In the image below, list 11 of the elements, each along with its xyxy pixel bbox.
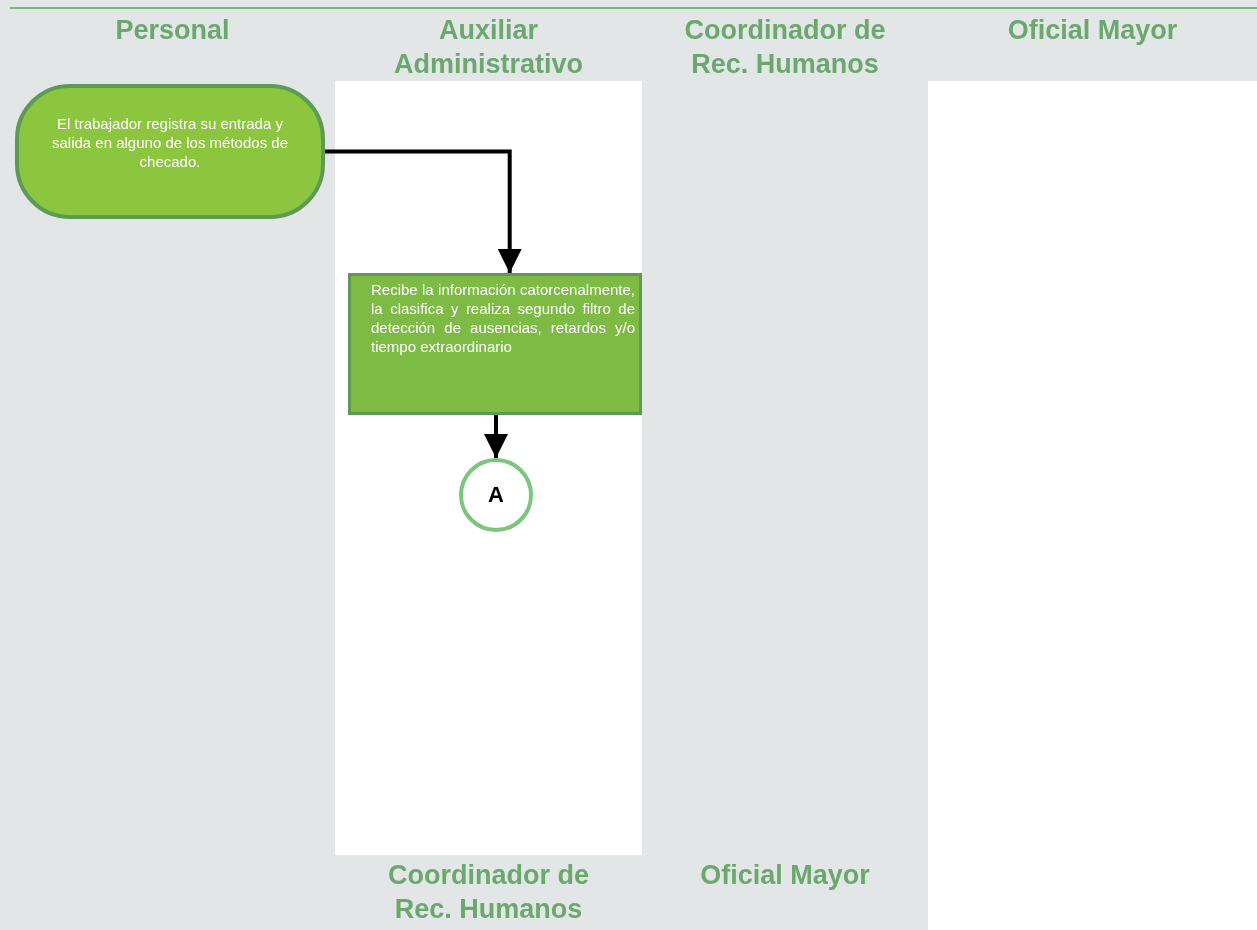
step-text: Recibe la información catorcenalmente, la clasifica y realiza segundo filtro de detección de ausencias, retardos y/o tiempo extraordinario <box>371 280 635 356</box>
process-box <box>348 273 642 415</box>
lane-heading: Coordinador de Rec. Humanos <box>387 859 590 926</box>
step-text: El trabajador registra su entrada y salida en alguno de los métodos de checado. <box>51 114 289 171</box>
arrow <box>325 149 522 273</box>
swimlane <box>335 9 642 855</box>
arrow <box>484 415 508 458</box>
lane-heading: Oficial Mayor <box>928 9 1257 81</box>
lane-heading: Auxiliar Administrativo <box>335 9 642 81</box>
connector-label: A <box>488 482 504 508</box>
lane-heading: Oficial Mayor <box>699 859 871 892</box>
